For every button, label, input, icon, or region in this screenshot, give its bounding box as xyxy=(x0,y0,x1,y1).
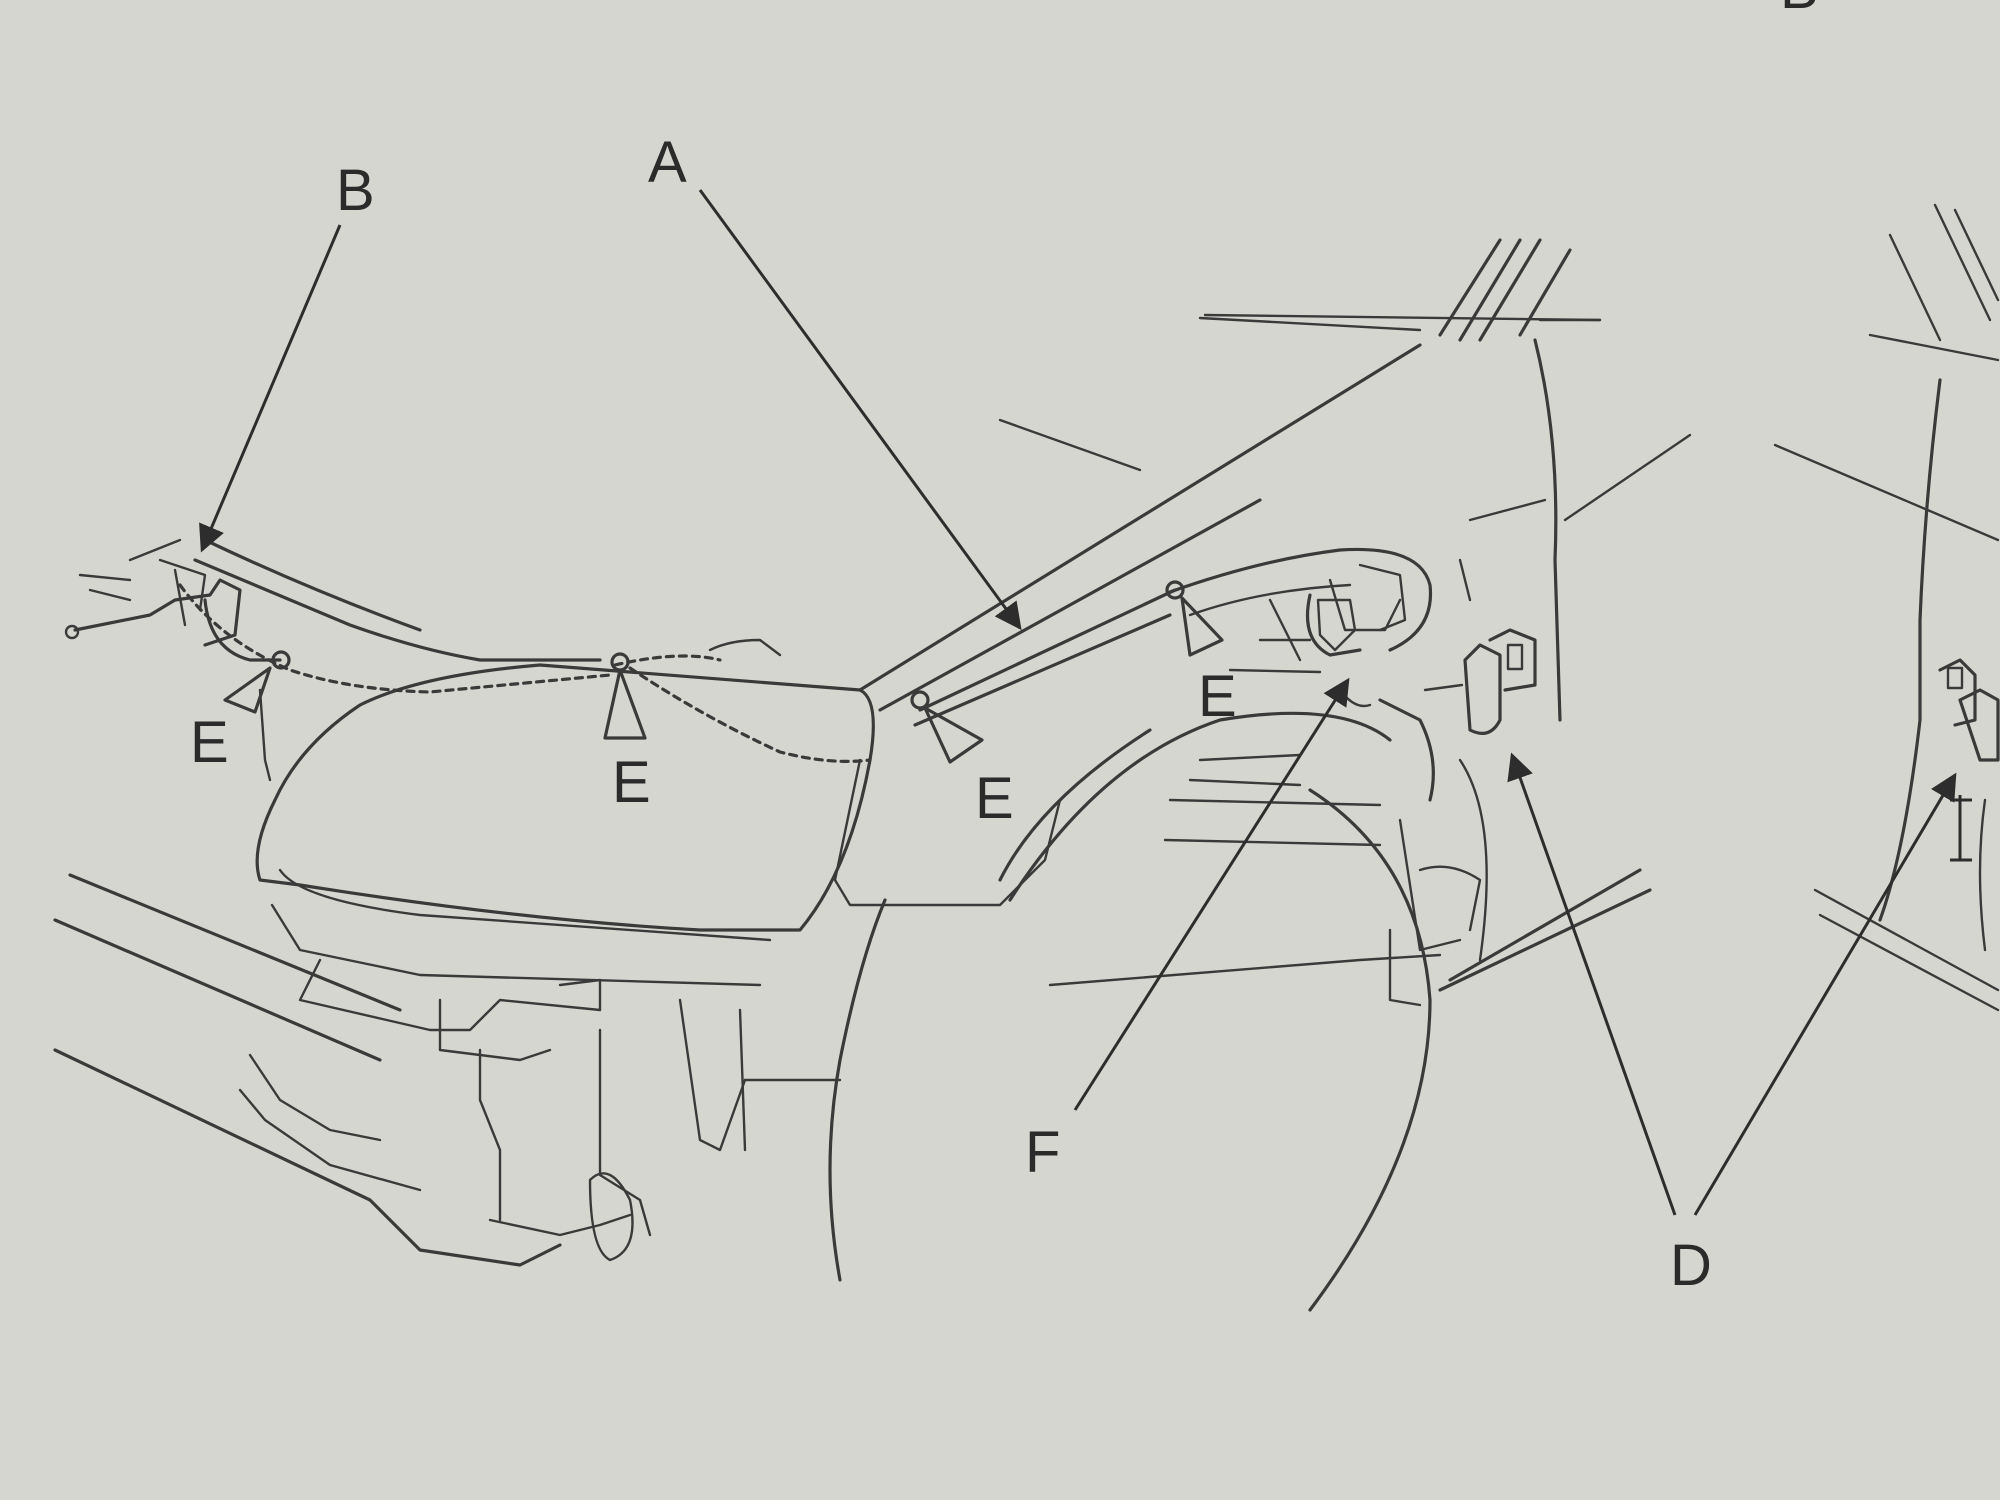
callout-b: B xyxy=(336,158,375,223)
connector-d xyxy=(1423,628,2000,762)
callout-e-2: E xyxy=(612,750,651,815)
callout-labels: B A B E E E E F D xyxy=(190,0,1819,1298)
callout-e-1: E xyxy=(190,710,229,775)
callout-a: A xyxy=(648,130,687,195)
vehicle-body-outline xyxy=(53,203,2000,1312)
callout-f: F xyxy=(1025,1120,1060,1185)
callout-e-3: E xyxy=(975,766,1014,831)
callout-d: D xyxy=(1670,1233,1712,1298)
clip-e xyxy=(223,580,1224,764)
leader-lines xyxy=(199,189,1972,1216)
connector-b xyxy=(64,538,242,647)
connector-f xyxy=(1316,563,1407,652)
callout-e-4: E xyxy=(1198,664,1237,729)
callout-b-top: B xyxy=(1780,0,1819,21)
wiring-harness xyxy=(178,538,1435,802)
